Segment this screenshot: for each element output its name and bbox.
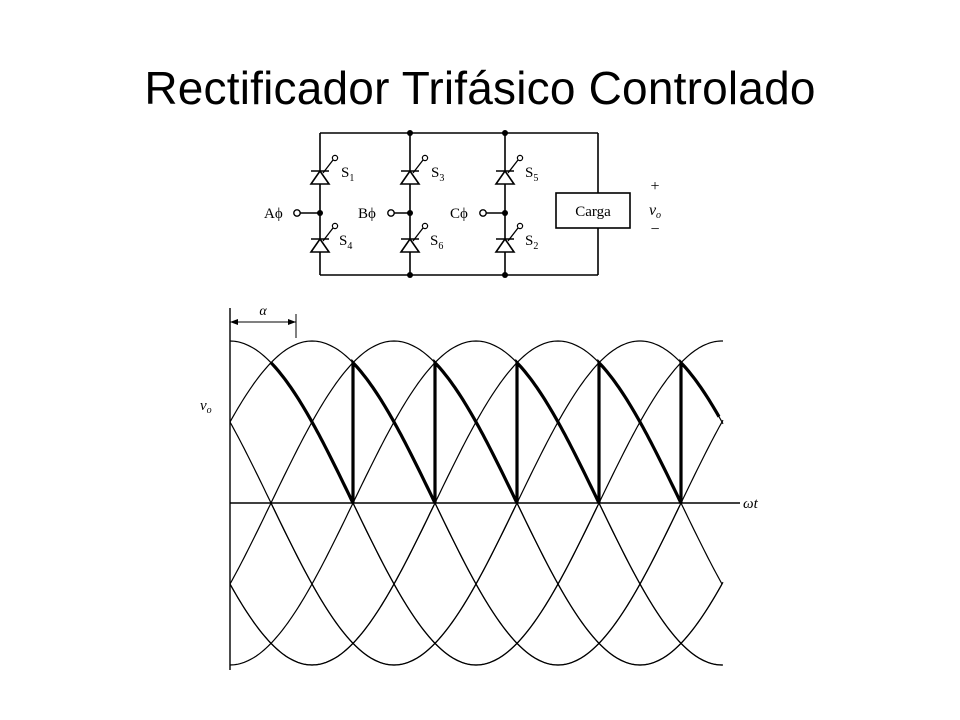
plus-sign: +	[650, 178, 659, 195]
three-phase-bridge-circuit: S1 S3 S5 S4 S6 S2 Aϕ Bϕ Cϕ Carga + vo −	[264, 130, 661, 278]
terminal-a	[293, 209, 301, 217]
alpha-marker: α	[230, 304, 297, 338]
thyristor-s5	[494, 154, 524, 185]
output-voltage-waveform: α vo ωt	[185, 298, 775, 670]
label-s2: S2	[525, 233, 538, 252]
minus-sign: −	[650, 221, 659, 238]
line-voltage-curve	[598, 502, 723, 666]
thyristor-s2	[494, 222, 524, 253]
line-voltage-curve	[270, 340, 724, 666]
terminal-b	[387, 209, 395, 217]
vo-label: vo	[649, 202, 661, 221]
label-s5: S5	[525, 165, 538, 184]
label-s4: S4	[339, 233, 352, 252]
phase-a-label: Aϕ	[264, 206, 283, 222]
x-axis-label: ωt	[743, 496, 759, 512]
line-voltage-curve	[352, 340, 723, 666]
slide-title: Rectificador Trifásico Controlado	[144, 62, 816, 114]
thyristor-s3	[399, 154, 429, 185]
phase-c-label: Cϕ	[450, 206, 468, 222]
thyristor-s1	[309, 154, 339, 185]
label-s1: S1	[341, 165, 354, 184]
label-s3: S3	[431, 165, 444, 184]
line-voltage-curve	[516, 502, 724, 666]
thyristor-s4	[309, 222, 339, 253]
output-voltage-trace	[269, 358, 721, 504]
label-s6: S6	[430, 233, 443, 252]
terminal-c	[479, 209, 487, 217]
alpha-label: α	[259, 304, 267, 319]
phase-b-label: Bϕ	[358, 206, 376, 222]
load-box	[555, 192, 631, 229]
thyristor-s6	[399, 222, 429, 253]
y-axis-label: vo	[200, 398, 212, 416]
load-label: Carga	[575, 204, 611, 220]
line-voltage-curve	[434, 419, 724, 666]
